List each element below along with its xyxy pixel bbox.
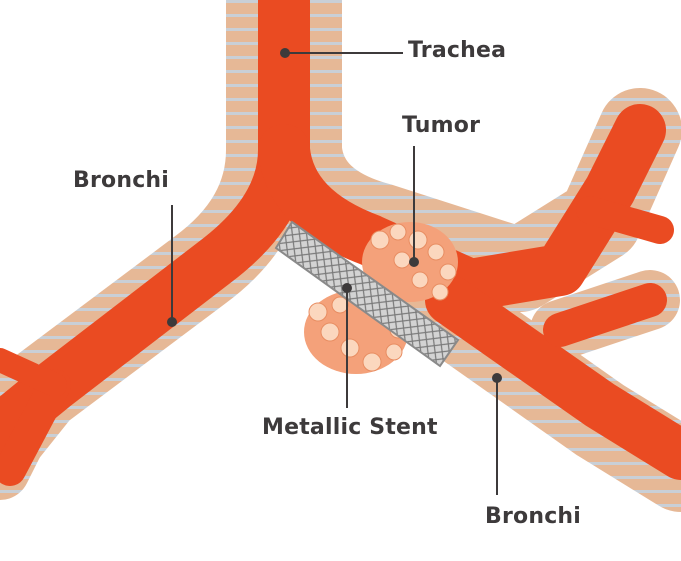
tumor-label: Tumor <box>402 113 480 138</box>
trachea-label: Trachea <box>408 38 506 63</box>
bronchi-right-label: Bronchi <box>485 504 581 529</box>
metallic-stent-label: Metallic Stent <box>262 415 438 440</box>
bronchi-left-label: Bronchi <box>73 168 169 193</box>
